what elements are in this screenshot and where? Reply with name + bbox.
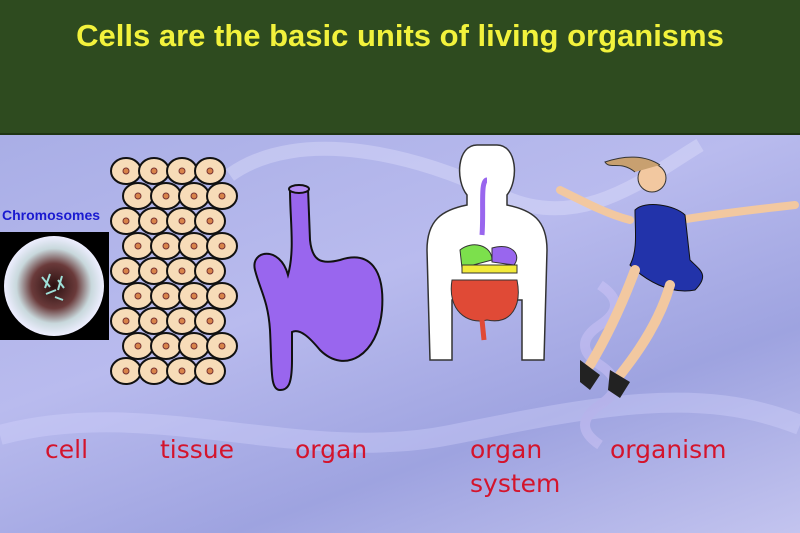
label-organ-system: organ system	[470, 433, 560, 501]
tissue-cell	[166, 157, 198, 185]
label-tissue: tissue	[160, 435, 235, 464]
tissue-cell	[138, 257, 170, 285]
tissue-illustration	[110, 157, 238, 385]
tissue-cell	[122, 232, 154, 260]
tissue-cell	[110, 307, 142, 335]
tissue-cell	[206, 282, 238, 310]
tissue-cell	[110, 257, 142, 285]
tissue-cell	[194, 207, 226, 235]
label-cell: cell	[45, 435, 89, 464]
tissue-cell	[178, 232, 210, 260]
tissue-cell	[194, 257, 226, 285]
label-organ-system-line1: organ	[470, 435, 543, 464]
tissue-cell	[150, 332, 182, 360]
slide-header: Cells are the basic units of living orga…	[0, 0, 800, 135]
tissue-cell	[150, 232, 182, 260]
tissue-cell	[194, 357, 226, 385]
tissue-cell	[138, 357, 170, 385]
tissue-cell	[206, 332, 238, 360]
slide-title: Cells are the basic units of living orga…	[76, 18, 724, 53]
tissue-cell	[194, 307, 226, 335]
chromosomes-label: Chromosomes	[2, 207, 101, 223]
tissue-cell	[110, 157, 142, 185]
tissue-cell	[122, 332, 154, 360]
tissue-cell	[178, 282, 210, 310]
tissue-cell	[166, 257, 198, 285]
illustration-area: Chromosomes cell tissue organ organ syst…	[0, 135, 800, 533]
tissue-cell	[178, 332, 210, 360]
tissue-cell	[178, 182, 210, 210]
organ-system-illustration	[426, 144, 548, 361]
tissue-cell	[166, 357, 198, 385]
tissue-cell	[206, 182, 238, 210]
tissue-cell	[166, 307, 198, 335]
chromosomes-image	[0, 232, 109, 340]
tissue-cell	[194, 157, 226, 185]
tissue-cell	[110, 207, 142, 235]
tissue-cell	[122, 182, 154, 210]
label-organ: organ	[295, 435, 368, 464]
tissue-cell	[138, 207, 170, 235]
tissue-cell	[206, 232, 238, 260]
stomach-organ-illustration	[253, 184, 384, 392]
tissue-cell	[122, 282, 154, 310]
tissue-cell	[150, 182, 182, 210]
tissue-cell	[110, 357, 142, 385]
tissue-cell	[138, 307, 170, 335]
tissue-cell	[138, 157, 170, 185]
tissue-cell	[150, 282, 182, 310]
organism-skater-illustration	[556, 156, 799, 398]
tissue-cell	[166, 207, 198, 235]
label-organ-system-line2: system	[470, 469, 561, 498]
label-organism: organism	[610, 435, 727, 464]
